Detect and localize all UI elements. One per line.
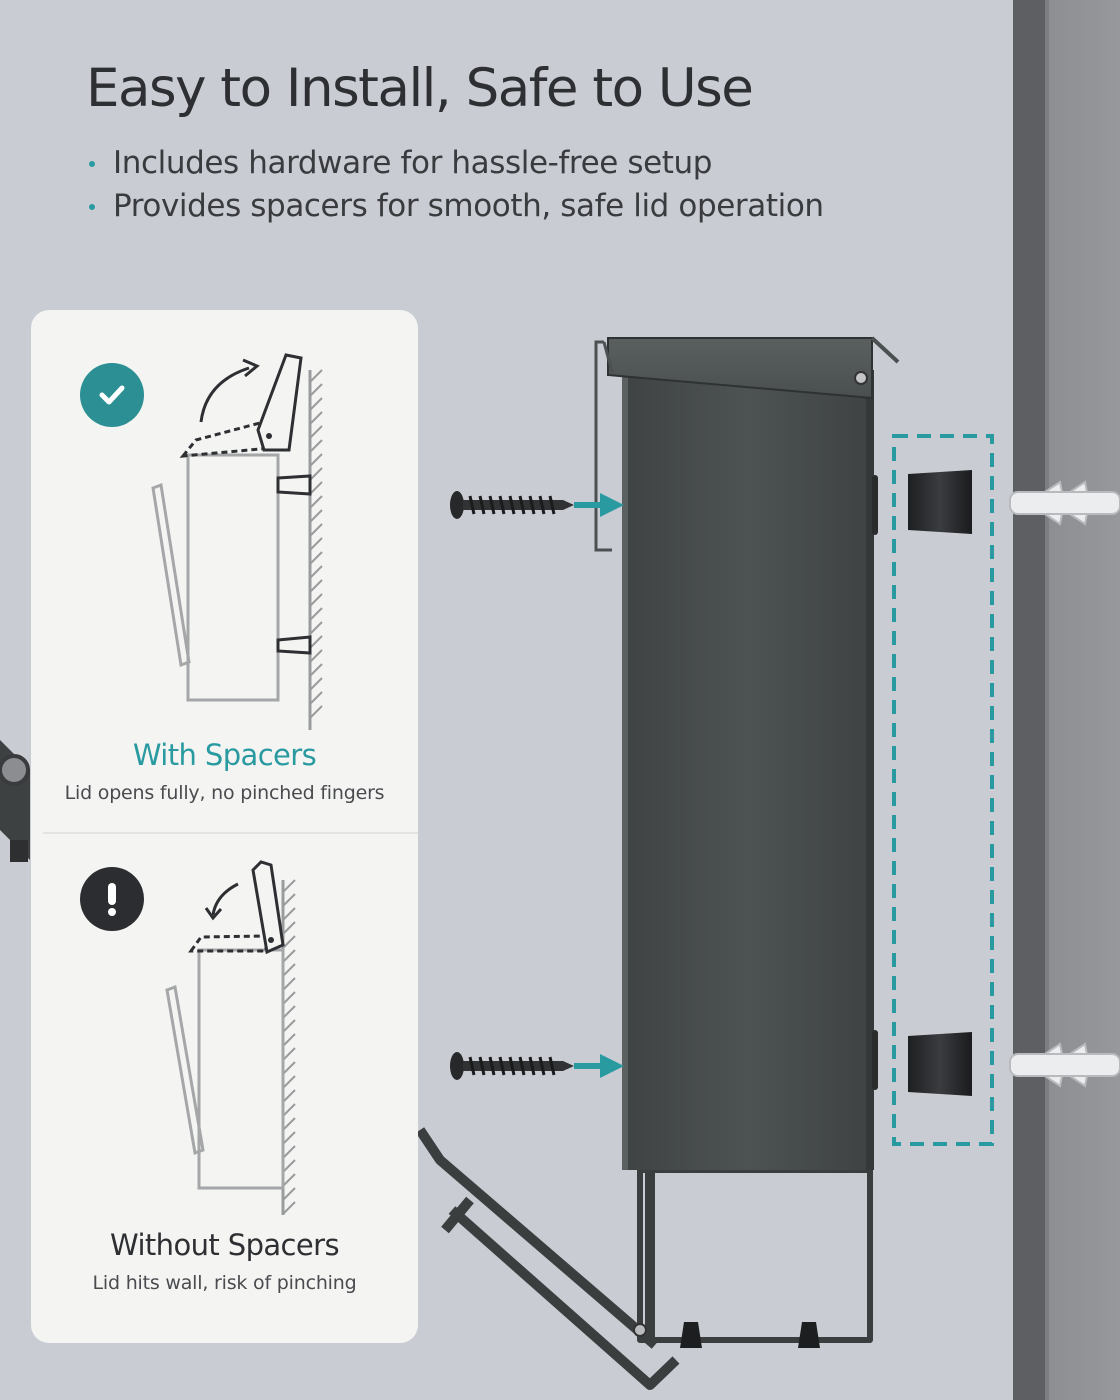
card-divider (43, 832, 418, 834)
warning-badge (80, 867, 144, 931)
arrow-top (574, 493, 624, 517)
mailbox (594, 336, 900, 1170)
with-spacers-diagram (151, 353, 323, 730)
feature-bullet: Includes hardware for hassle-free setup (86, 142, 824, 185)
without-spacers-caption: Lid hits wall, risk of pinching (92, 1272, 357, 1294)
screw-bottom (450, 1052, 574, 1080)
wall-anchor-bottom (1009, 1042, 1120, 1088)
wall-anchor-top (1009, 480, 1120, 526)
spacer-top (908, 470, 972, 534)
spacer-bottom (908, 1032, 972, 1096)
feature-list: Includes hardware for hassle-free setup … (86, 142, 824, 228)
exclamation-icon (108, 883, 116, 916)
mounting-bracket (415, 1127, 873, 1390)
check-badge (80, 363, 144, 427)
spacer-comparison-card: With Spacers Lid opens fully, no pinched… (31, 310, 418, 1343)
screw-top (450, 491, 574, 519)
arrow-bottom (574, 1054, 624, 1078)
checkmark-icon (99, 385, 125, 405)
feet (680, 1322, 820, 1348)
partial-mailbox-left (0, 740, 30, 862)
wall (1013, 0, 1120, 1400)
without-spacers-title: Without Spacers (110, 1228, 340, 1262)
with-spacers-title: With Spacers (132, 738, 317, 772)
spacer-highlight (892, 434, 994, 1146)
without-spacers-diagram (165, 860, 296, 1215)
feature-bullet: Provides spacers for smooth, safe lid op… (86, 185, 824, 228)
with-spacers-caption: Lid opens fully, no pinched fingers (64, 782, 385, 804)
page-title: Easy to Install, Safe to Use (86, 58, 754, 119)
